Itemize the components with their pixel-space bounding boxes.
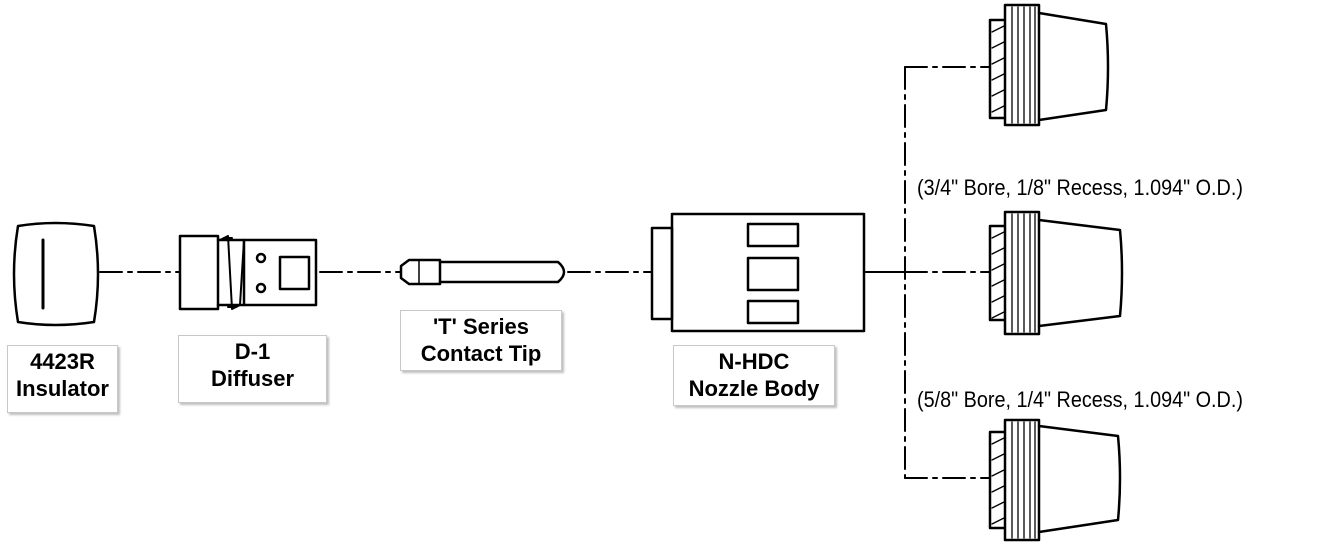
nozzle-body-label: N-HDC Nozzle Body — [673, 345, 835, 406]
nozzle-body-label-line1: N-HDC — [718, 349, 790, 374]
insulator-label-line1: 4423R — [30, 349, 95, 374]
branch-lines — [904, 66, 991, 479]
lower-nozzle-spec: (5/8" Bore, 1/4" Recess, 1.094" O.D.) — [917, 387, 1243, 412]
nozzle-body-label-line2: Nozzle Body — [688, 376, 820, 401]
diffuser-part — [178, 234, 318, 311]
insulator-label: 4423R Insulator — [7, 345, 118, 413]
diffuser-label-line1: D-1 — [234, 339, 271, 364]
contact-tip-label-line1: 'T' Series — [432, 314, 530, 339]
insulator-part — [12, 221, 100, 327]
diffuser-label: D-1 Diffuser — [178, 335, 327, 403]
contact-tip-label: 'T' Series Contact Tip — [400, 310, 562, 371]
contact-tip-label-line2: Contact Tip — [420, 341, 542, 366]
diffuser-label-line2: Diffuser — [210, 366, 295, 391]
contact-tip-part — [399, 258, 566, 286]
nozzle-middle — [988, 210, 1124, 336]
nozzle-lower — [988, 418, 1122, 542]
insulator-label-line2: Insulator — [16, 376, 109, 401]
nozzle-upper — [988, 3, 1110, 127]
nozzle-body-part — [650, 212, 906, 333]
upper-nozzle-spec: (3/4" Bore, 1/8" Recess, 1.094" O.D.) — [917, 175, 1243, 200]
